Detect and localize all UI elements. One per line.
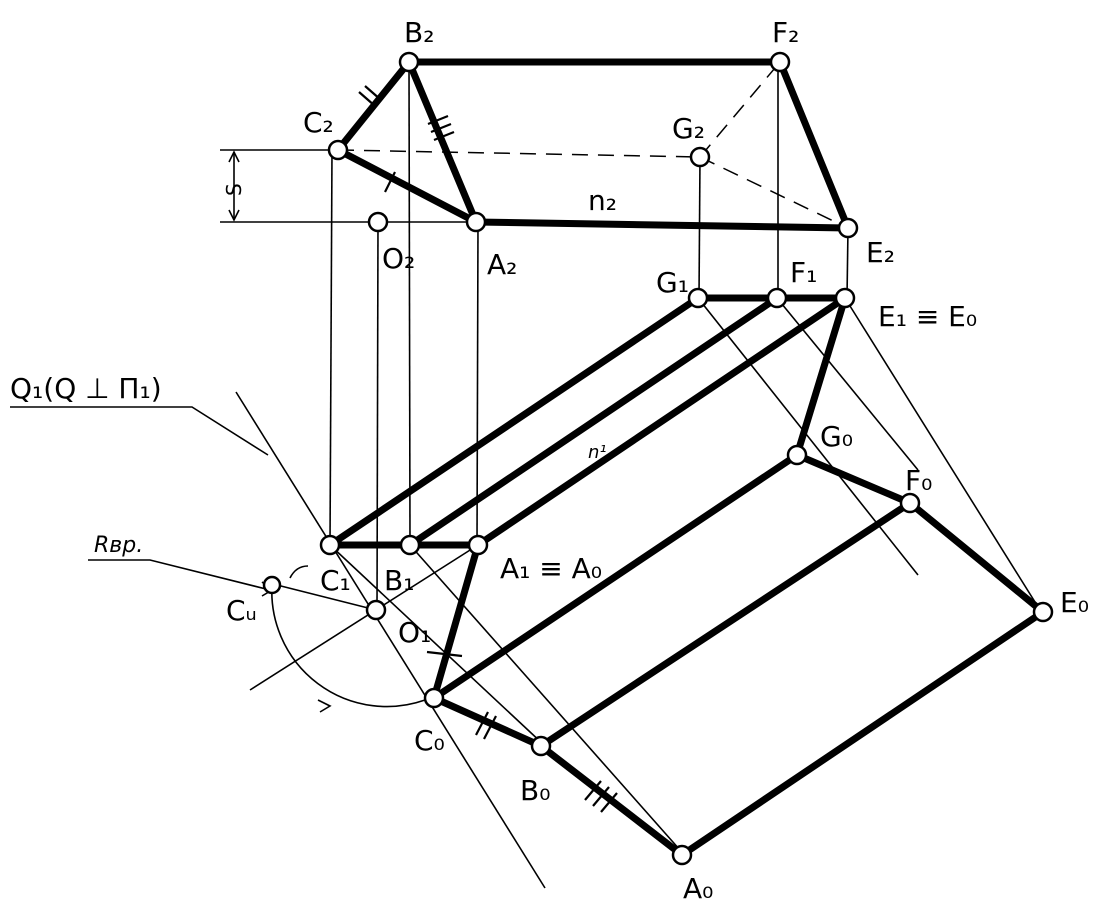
label-Cu: Cᵤ — [226, 594, 257, 627]
label-n1: n¹ — [588, 442, 607, 463]
point-C2 — [327, 139, 349, 161]
label-B1: B₁ — [384, 564, 414, 597]
label-E1: E₁ ≡ E₀ — [878, 300, 977, 333]
label-E2: E₂ — [866, 236, 895, 269]
labels: B₂ F₂ C₂ G₂ n₂ S O₂ A₂ E₂ G₁ F₁ E₁ ≡ E₀ … — [10, 16, 1089, 905]
point-A2 — [465, 211, 487, 233]
label-n2: n₂ — [588, 184, 617, 217]
point-A1 — [467, 534, 489, 556]
label-B2: B₂ — [404, 16, 434, 49]
label-C2: C₂ — [303, 106, 334, 139]
label-Co: C₀ — [414, 724, 445, 757]
point-B2 — [398, 51, 420, 73]
point-F2 — [769, 51, 791, 73]
label-Fo: F₀ — [905, 464, 932, 497]
label-A1: A₁ ≡ A₀ — [500, 552, 602, 585]
label-O1: O₁ — [398, 616, 431, 649]
label-A2: A₂ — [487, 248, 517, 281]
point-F1 — [766, 287, 788, 309]
label-C1: C₁ — [320, 564, 351, 597]
point-Co — [423, 687, 445, 709]
label-Q1: Q₁(Q ⊥ Π₁) — [10, 372, 162, 405]
construction-lines — [10, 61, 1041, 889]
point-G1 — [687, 287, 709, 309]
point-E2 — [837, 217, 859, 239]
point-C1 — [319, 534, 341, 556]
point-Eo — [1032, 601, 1054, 623]
point-Cu — [262, 575, 282, 595]
label-Rvr: Rвр. — [94, 533, 143, 558]
point-Fo — [899, 492, 921, 514]
label-Ao: A₀ — [683, 872, 713, 905]
points — [262, 51, 1054, 866]
label-Go: G₀ — [820, 420, 853, 453]
label-F1: F₁ — [790, 256, 817, 289]
label-Bo: B₀ — [520, 774, 550, 807]
dashed-lines — [337, 61, 849, 229]
label-F2: F₂ — [772, 16, 799, 49]
point-E1 — [834, 287, 856, 309]
point-O2 — [367, 211, 389, 233]
tick-marks — [289, 85, 618, 813]
label-O2: O₂ — [382, 242, 415, 275]
point-O1 — [365, 599, 387, 621]
label-S: S — [222, 183, 246, 196]
label-G2: G₂ — [672, 112, 705, 145]
point-B1 — [399, 534, 421, 556]
point-G2 — [689, 146, 711, 168]
point-Bo — [530, 735, 552, 757]
label-G1: G₁ — [656, 266, 689, 299]
label-Eo: E₀ — [1060, 586, 1089, 619]
point-Ao — [671, 844, 693, 866]
point-Go — [786, 444, 808, 466]
